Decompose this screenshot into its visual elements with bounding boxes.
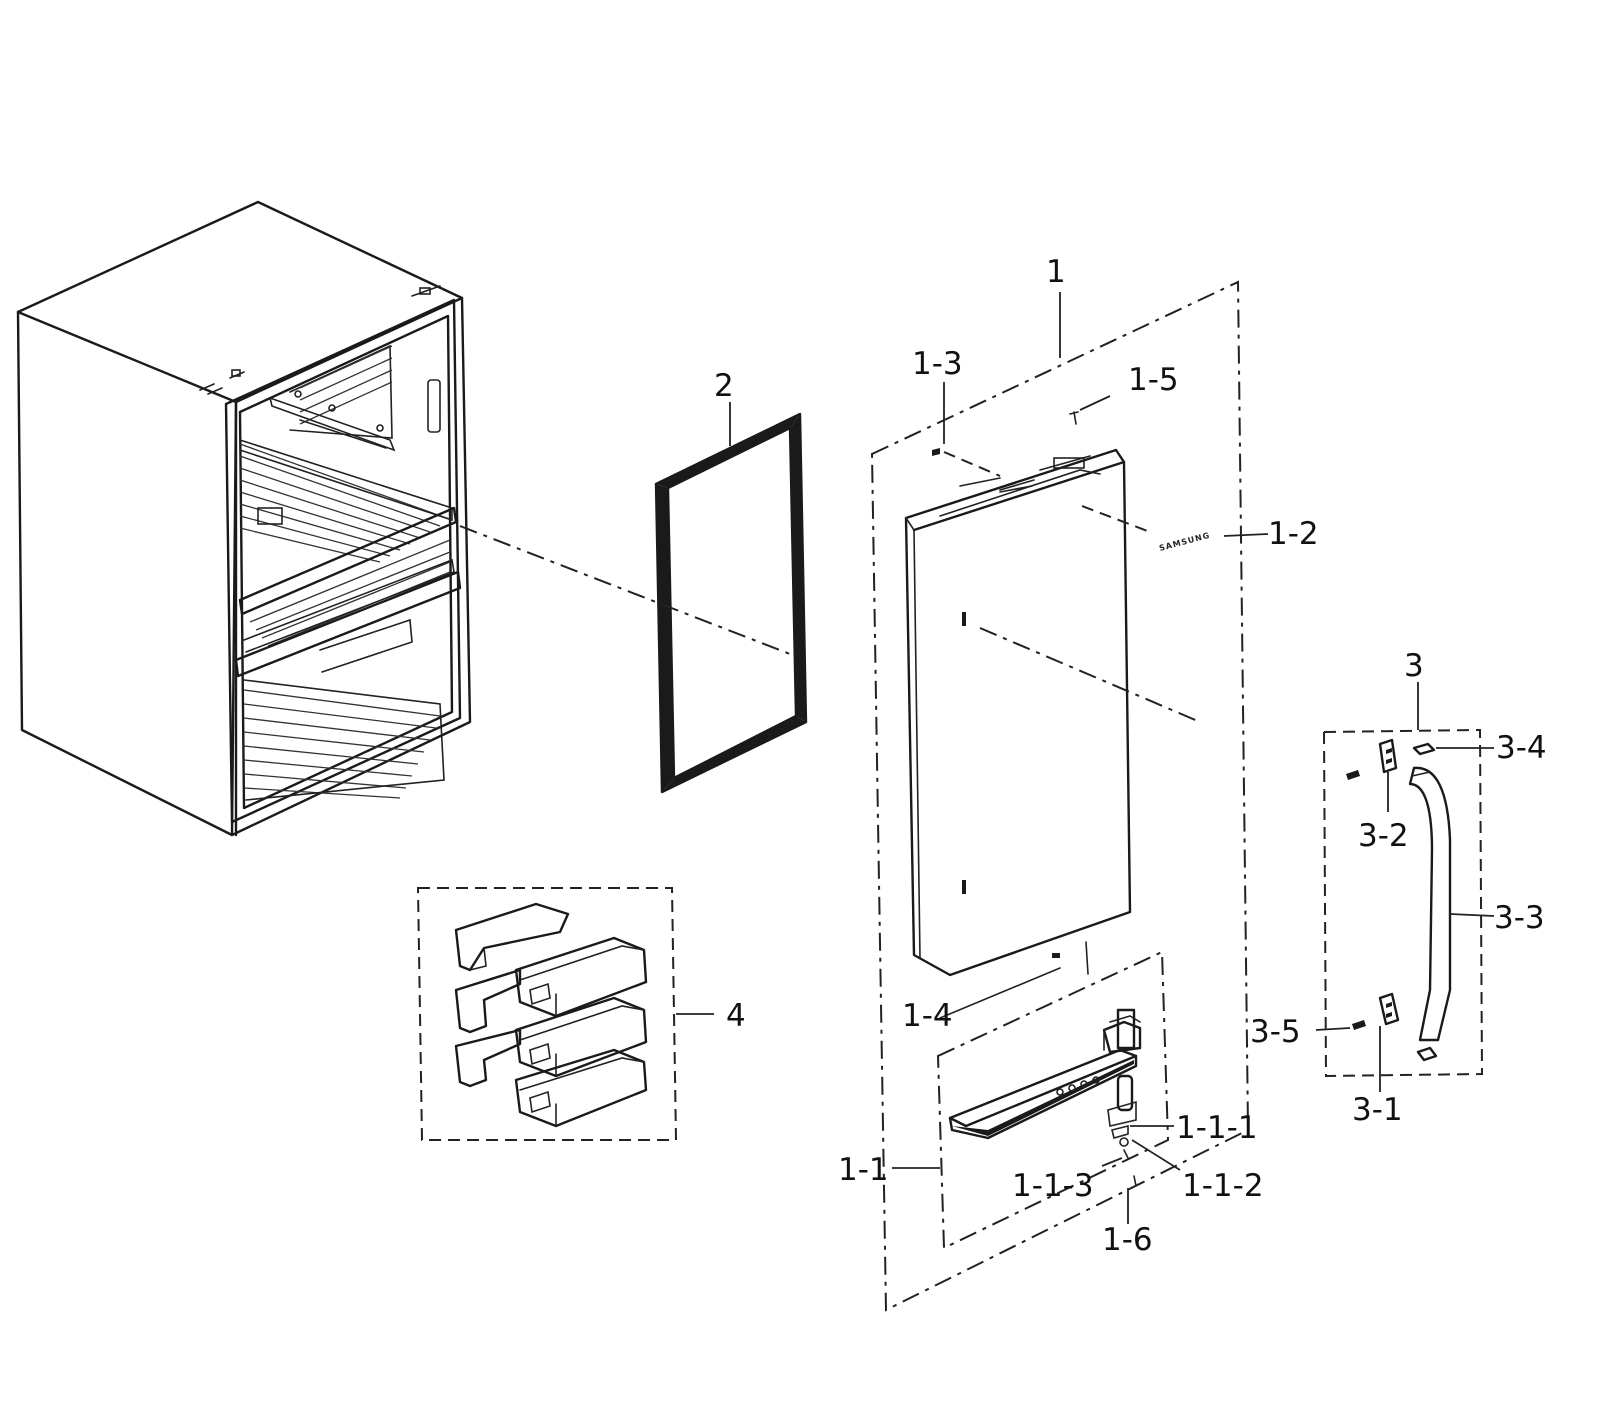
label-1-4: 1-4 xyxy=(902,998,953,1034)
label-1: 1 xyxy=(1046,254,1066,290)
part-labels: 1 1-3 1-5 1-2 2 3 3-4 3-2 3-3 3-5 3-1 4 … xyxy=(714,254,1547,1258)
label-3-1: 3-1 xyxy=(1352,1092,1403,1128)
door-bins xyxy=(416,887,678,1141)
label-3-4: 3-4 xyxy=(1496,730,1547,766)
label-3-2: 3-2 xyxy=(1358,818,1409,854)
refrigerator-cabinet xyxy=(16,200,472,837)
label-3: 3 xyxy=(1404,648,1424,684)
label-1-5: 1-5 xyxy=(1128,362,1179,398)
lower-cap-assembly xyxy=(936,950,1170,1250)
label-1-2: 1-2 xyxy=(1268,516,1319,552)
door-logo: SAMSUNG xyxy=(1158,531,1211,553)
label-2: 2 xyxy=(714,368,734,404)
label-1-3: 1-3 xyxy=(912,346,963,382)
door-gasket xyxy=(654,412,808,794)
label-1-1-3: 1-1-3 xyxy=(1012,1168,1094,1204)
door-assembly: SAMSUNG xyxy=(870,280,1250,1312)
leader-lines xyxy=(676,292,1495,1224)
label-1-1: 1-1 xyxy=(838,1152,889,1188)
alignment-line-gasket xyxy=(459,525,791,655)
label-1-6: 1-6 xyxy=(1102,1222,1153,1258)
label-4: 4 xyxy=(726,998,746,1034)
handle-assembly xyxy=(1322,728,1484,1078)
label-3-5: 3-5 xyxy=(1250,1014,1301,1050)
label-1-1-1: 1-1-1 xyxy=(1176,1110,1258,1146)
label-1-1-2: 1-1-2 xyxy=(1182,1168,1264,1204)
label-3-3: 3-3 xyxy=(1494,900,1545,936)
